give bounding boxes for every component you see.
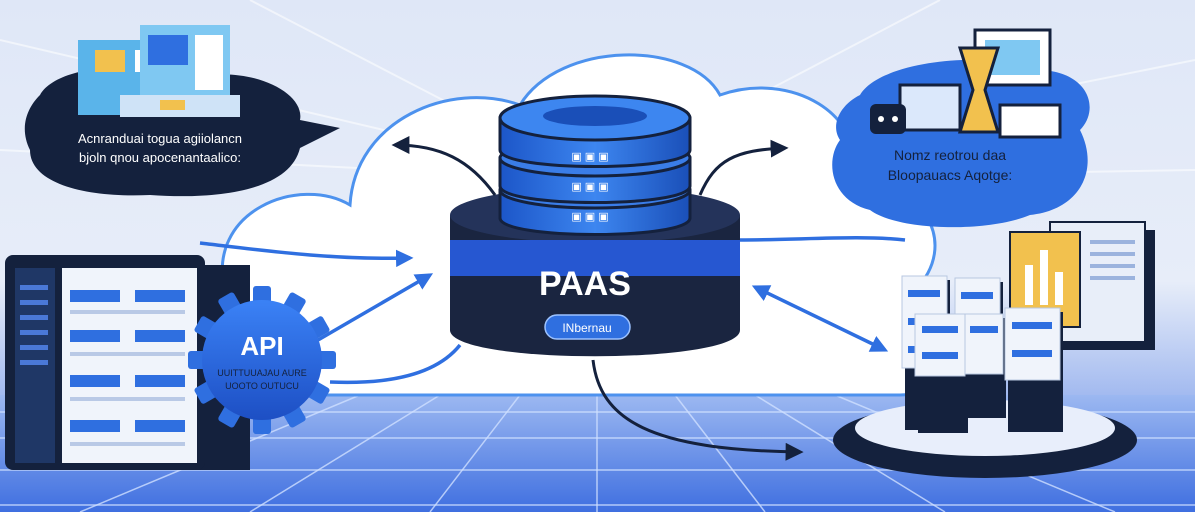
hourglass-icon: [957, 46, 1001, 134]
flow-arrows: [391, 136, 804, 461]
disk-mark-2: ▣ ▣ ▣: [571, 181, 608, 193]
paas-pill-label: INbernau: [562, 321, 611, 335]
document-panels: [1009, 221, 1155, 350]
paas-title: PAAS: [539, 265, 631, 303]
api-line2: UOOTO OUTUCU: [225, 381, 299, 391]
server-rack-4: [964, 313, 1006, 418]
paas-platform: PAAS INbernau ▣ ▣ ▣ ▣ ▣ ▣ ▣ ▣ ▣: [450, 94, 740, 357]
api-gear: API UUITTUUAJAU AURE UOOTO OUTUCU: [188, 286, 336, 434]
arrow-up-left: [391, 136, 497, 196]
server-rack-3: [914, 313, 968, 433]
arrow-paas-to-servers: [751, 285, 889, 352]
left-speech-bubble: Acnranduai togua agiiolancn bjoln qnou a…: [24, 25, 340, 197]
left-bubble-line2: bjoln qnou apocenantaalico:: [79, 150, 241, 165]
arrow-api-to-paas: [317, 273, 434, 342]
arrow-api-loop: [329, 343, 462, 385]
arrow-left-to-paas: [199, 241, 414, 268]
paas-pill: [544, 314, 631, 340]
arrow-up-right: [698, 139, 789, 196]
database-disk-1: ▣ ▣ ▣: [498, 94, 692, 168]
right-bubble-illustration: [870, 28, 1062, 139]
right-speech-bubble: Nomz reotrou daa Bloopauacs Aqotge:: [832, 28, 1090, 228]
connection-arrows: [199, 236, 906, 385]
server-cluster: [833, 275, 1137, 478]
arrow-down-right: [591, 359, 804, 461]
right-bubble-line2: Bloopauacs Aqotge:: [888, 167, 1013, 183]
left-bubble-illustration: [78, 25, 240, 117]
disk-mark-3: ▣ ▣ ▣: [571, 211, 608, 223]
api-title: API: [240, 331, 283, 361]
disk-mark-1: ▣ ▣ ▣: [571, 151, 608, 163]
server-rack-5: [1004, 307, 1063, 432]
right-bubble-line1: Nomz reotrou daa: [894, 147, 1006, 163]
api-line1: UUITTUUAJAU AURE: [217, 368, 307, 378]
arrow-right-link: [739, 236, 906, 242]
left-bubble-line1: Acnranduai togua agiiolancn: [78, 131, 242, 146]
